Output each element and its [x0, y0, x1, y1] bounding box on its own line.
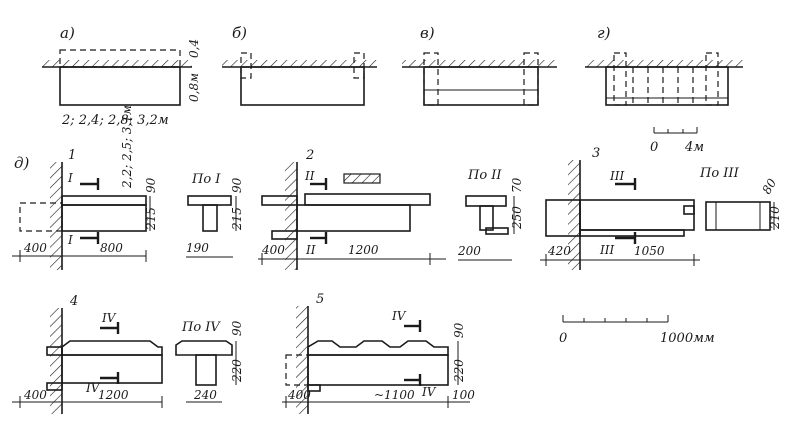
- lengths-label: 2,2; 2,5; 3,1м: [120, 105, 134, 189]
- detail-5: 5 IV IV 400 ~1100 100 90 220: [282, 292, 475, 414]
- view-width: 190: [186, 241, 209, 255]
- wall-dim: 400: [287, 388, 311, 402]
- scale-bar-4m: 0 4м: [650, 127, 704, 155]
- panel-label-b: б): [232, 24, 247, 42]
- scheme-lengths: 2; 2,4; 2,8; 3,2м: [61, 113, 169, 128]
- scale-zero: 0: [559, 331, 567, 346]
- wall-hatch: [50, 308, 62, 414]
- view-depth: 210: [768, 206, 782, 230]
- wall-dim: 400: [23, 241, 47, 255]
- view-depth: 250: [510, 206, 524, 230]
- wall-dim: 420: [547, 244, 571, 258]
- section-mark: I: [67, 233, 73, 247]
- panel-label-v: в): [420, 24, 435, 42]
- scale-end: 4м: [684, 140, 704, 155]
- top-dim: 90: [452, 322, 466, 338]
- detail-4: 4 IV IV 400 1200: [12, 294, 163, 414]
- view-title: По III: [699, 166, 740, 181]
- section-mark: I: [67, 171, 73, 185]
- scale-zero: 0: [650, 140, 658, 155]
- view-title: По I: [191, 172, 221, 187]
- span-dim: 1200: [348, 243, 379, 257]
- detail-number: 1: [68, 148, 76, 163]
- detail-3: 3 III III 420 1050: [540, 146, 700, 270]
- hatched-block: [343, 173, 381, 184]
- view-depth: 215: [230, 207, 244, 231]
- scheme-b: б): [222, 24, 377, 106]
- scheme-bottom-label: 0,8м: [187, 73, 201, 102]
- section-mark: IV: [391, 309, 407, 323]
- view-title: По II: [467, 168, 502, 183]
- scale-end: 1000мм: [660, 331, 715, 346]
- panel-label-d: д): [14, 154, 30, 172]
- depth-label: 215: [144, 207, 158, 231]
- view-top: 70: [510, 177, 524, 193]
- detail-number: 3: [592, 146, 600, 161]
- section-mark: III: [599, 243, 614, 257]
- section-mark: IV: [101, 311, 117, 325]
- span-dim: 1200: [98, 388, 129, 402]
- span-dim: 800: [100, 241, 123, 255]
- detail-2: 2 II II 400 1200: [258, 148, 446, 270]
- view-depth: 220: [230, 359, 244, 383]
- wall-hatch: [402, 60, 557, 67]
- panel-label-g: г): [597, 24, 611, 42]
- section-mark: II: [305, 243, 316, 257]
- scheme-v: в): [402, 24, 557, 106]
- wall-dim: 400: [261, 243, 285, 257]
- wall-hatch: [585, 60, 743, 67]
- panel-label-a: a): [60, 24, 75, 42]
- scheme-g: г): [585, 24, 743, 106]
- view-II: По II 70 250 200: [457, 168, 524, 261]
- view-IV: По IV 90 220 240: [175, 320, 244, 403]
- wall-hatch: [285, 162, 297, 270]
- view-width: 240: [193, 388, 217, 402]
- detail-number: 5: [316, 292, 324, 307]
- wall-hatch: [222, 60, 377, 67]
- wall-dim: 400: [23, 388, 47, 402]
- scheme-top-label: 0,4: [187, 39, 201, 58]
- section-mark: IV: [421, 385, 437, 399]
- detail-number: 2: [305, 148, 314, 163]
- detail-1: 1 I I 2,2; 2,5; 3,1м 90 215 400 800: [12, 105, 158, 270]
- view-width: 200: [457, 244, 481, 258]
- wall-hatch: [296, 306, 308, 414]
- depth-top: 90: [144, 177, 158, 193]
- view-top: 90: [230, 320, 244, 336]
- detail-number: 4: [69, 294, 78, 309]
- section-mark: III: [609, 169, 624, 183]
- wall-hatch: [42, 60, 192, 67]
- section-mark: II: [304, 169, 315, 183]
- scheme-a: a) 0,4 0,8м 2; 2,4; 2,8; 3,2м: [42, 24, 201, 128]
- span-dim: ~1100: [374, 388, 415, 402]
- view-I: По I 90 215 190: [186, 172, 244, 258]
- section-mark: IV: [85, 381, 101, 395]
- view-top: 90: [230, 177, 244, 193]
- wall-hatch: [50, 162, 62, 270]
- view-top: 80: [759, 176, 779, 197]
- span-dim: 1050: [634, 244, 665, 258]
- view-III: По III 80 210: [699, 166, 782, 231]
- wall-hatch: [568, 160, 580, 270]
- end-dim: 100: [452, 388, 475, 402]
- depth-dim: 220: [452, 359, 466, 383]
- view-title: По IV: [181, 320, 221, 335]
- scale-bar-1000mm: 0 1000мм: [559, 315, 715, 346]
